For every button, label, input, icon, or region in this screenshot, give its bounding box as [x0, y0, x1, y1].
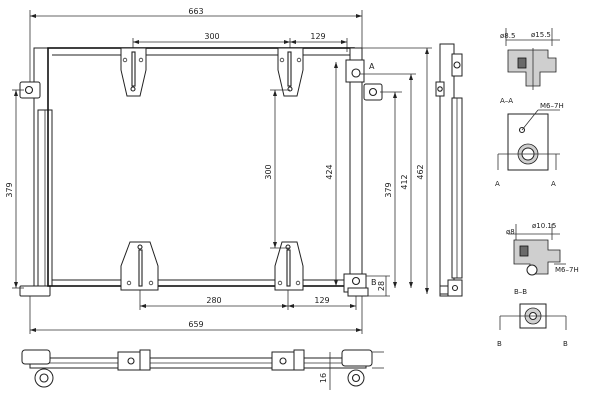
- detail-a-dia-right: ø15.5: [531, 31, 551, 39]
- dim-300-vertical-text: 300: [264, 164, 273, 179]
- detail-b-thread: M6–7H: [555, 266, 579, 274]
- dim-bottom-width: 659: [29, 296, 363, 334]
- bottom-bracket-right: [274, 241, 304, 291]
- core-area: [47, 47, 355, 287]
- dim-16-text: 16: [319, 373, 328, 383]
- front-view: 663 300 129: [5, 7, 432, 334]
- dim-462-text: 462: [416, 164, 425, 179]
- dim-top-brackets: 300 129: [132, 32, 348, 52]
- dim-300-text: 300: [204, 32, 219, 41]
- dim-overall-width-text: 663: [188, 7, 203, 16]
- detail-a-arrow-left: A: [495, 180, 500, 188]
- dim-424-text: 424: [325, 164, 334, 179]
- dim-right-heights: 379 412 462 28: [360, 47, 432, 297]
- dim-379-right-text: 379: [384, 182, 393, 197]
- dim-412-text: 412: [400, 174, 409, 189]
- detail-b: ø8 ø10.15 M6–7H B–B B B: [497, 222, 579, 348]
- right-tank: A B: [343, 47, 383, 297]
- detail-a: ø8.5 ø15.5 A–A M6–7H A A: [495, 28, 564, 188]
- detail-b-arrow-left: B: [497, 340, 502, 348]
- bottom-bracket-left: [120, 241, 159, 291]
- dim-659-text: 659: [188, 320, 203, 329]
- detail-a-thread: M6–7H: [540, 102, 564, 110]
- dim-280-text: 280: [206, 296, 221, 305]
- port-a-label: A: [369, 62, 375, 71]
- side-view: [435, 43, 463, 297]
- port-b-label: B: [371, 278, 377, 287]
- dim-129-top-text: 129: [310, 32, 325, 41]
- detail-a-section-label: A–A: [500, 97, 513, 105]
- detail-a-arrow-right: A: [551, 180, 556, 188]
- dim-inner-heights: 300 424: [264, 62, 338, 286]
- dim-379-left-text: 379: [5, 182, 14, 197]
- dim-overall-width: 663: [29, 7, 363, 86]
- bottom-view: 16: [21, 349, 384, 390]
- detail-b-dia-left: ø8: [506, 228, 515, 236]
- dim-left-height: 379: [5, 89, 24, 289]
- top-bracket-right: [277, 47, 304, 97]
- detail-b-arrow-right: B: [563, 340, 568, 348]
- dim-bottom-brackets: 280 129: [139, 290, 357, 310]
- detail-a-dia-left: ø8.5: [500, 32, 515, 40]
- detail-b-dia-right: ø10.15: [532, 222, 556, 230]
- top-bracket-left: [120, 47, 147, 97]
- dim-28-text: 28: [377, 281, 386, 291]
- dim-129-bottom-text: 129: [314, 296, 329, 305]
- detail-b-section-label: B–B: [514, 288, 527, 296]
